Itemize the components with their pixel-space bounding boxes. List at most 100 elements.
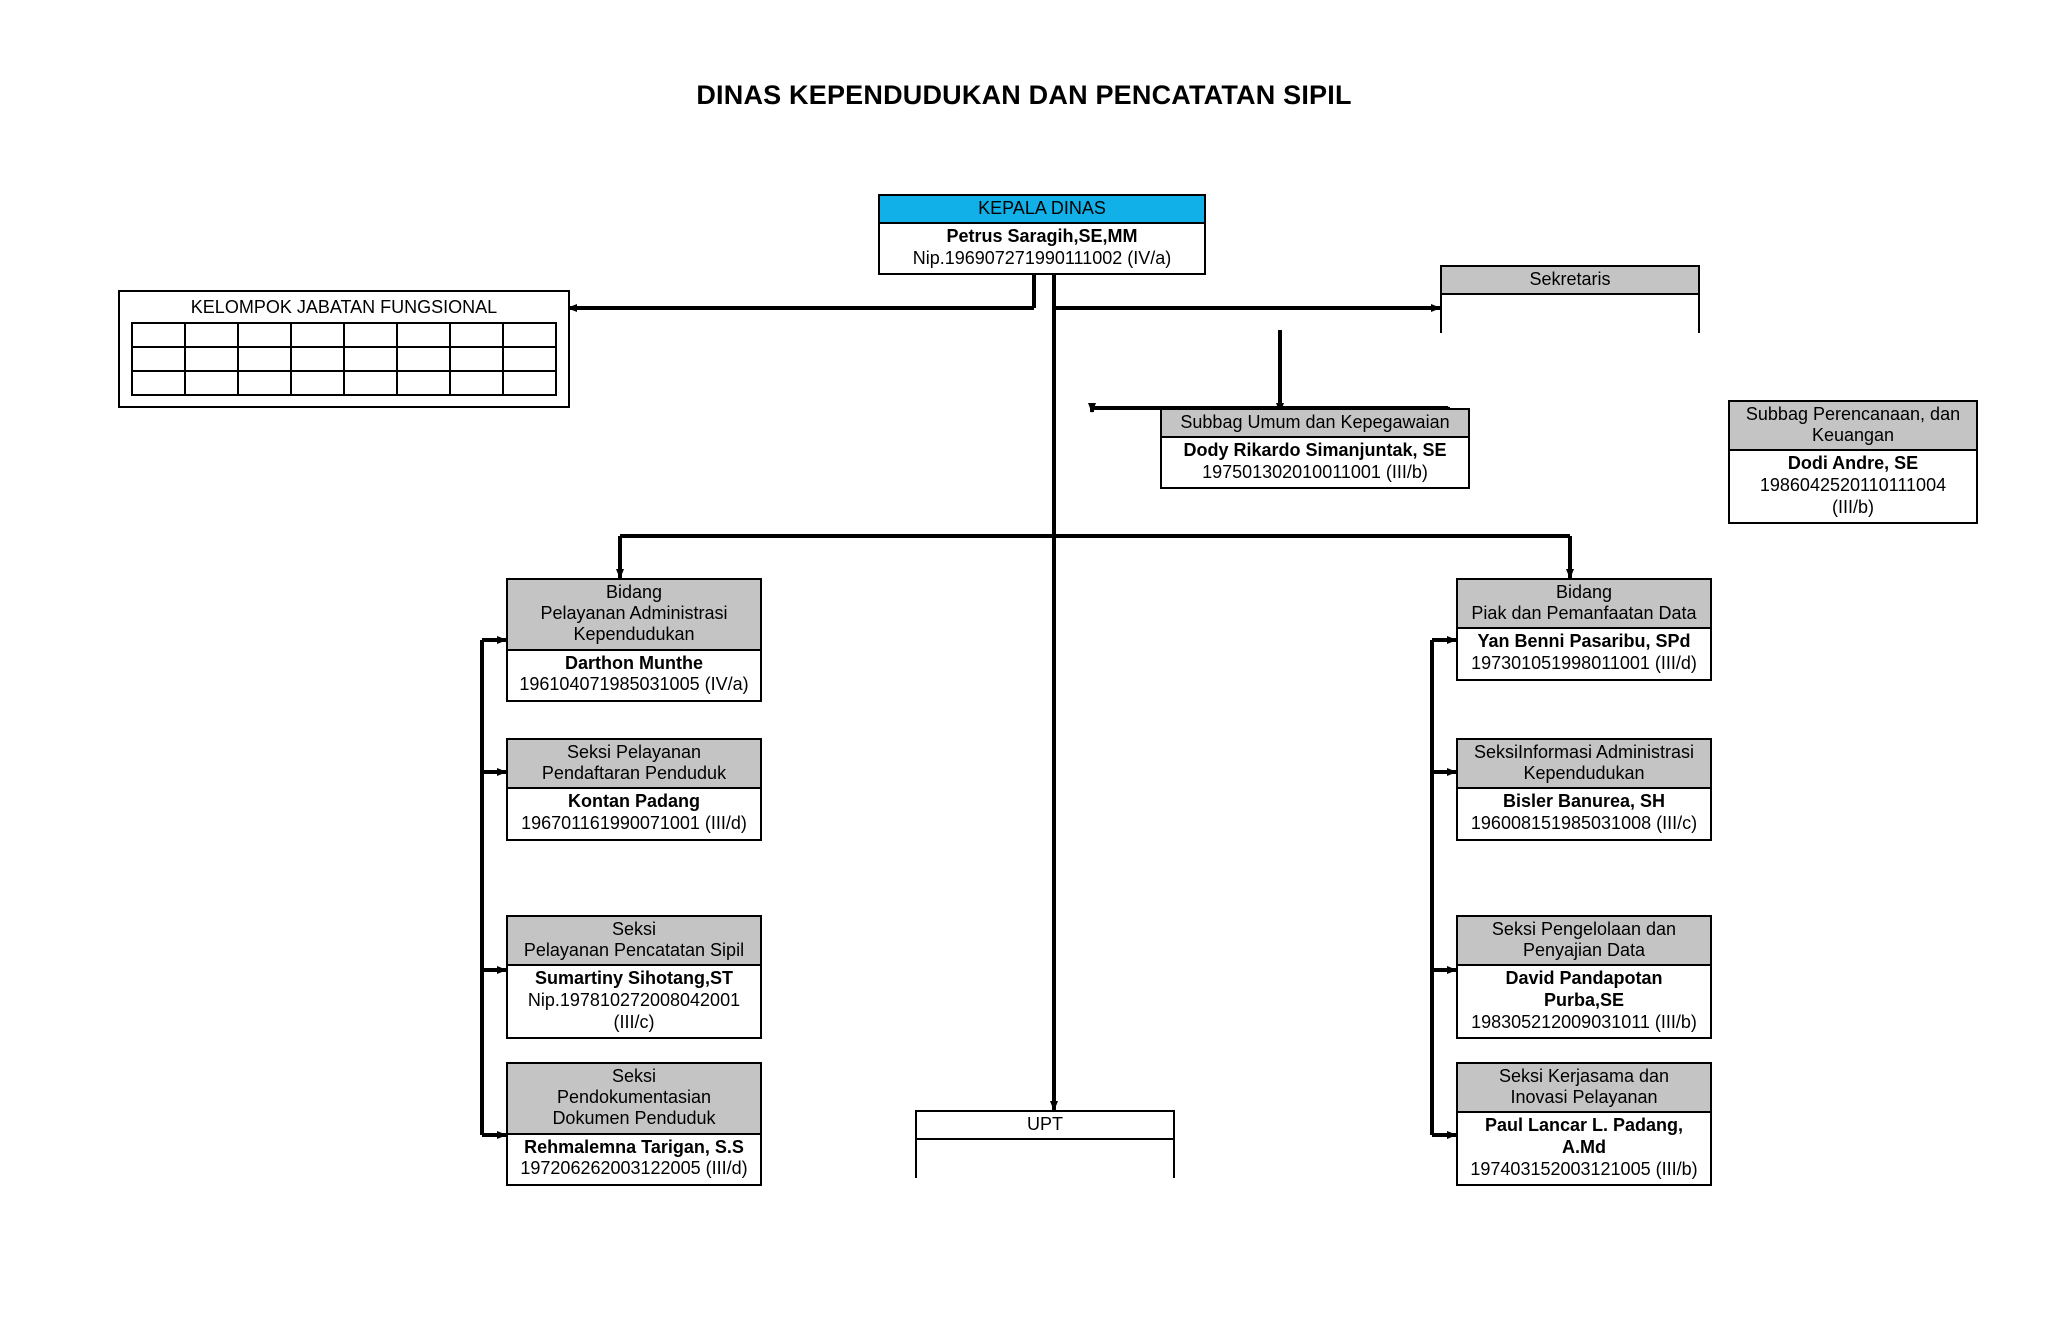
node-kelompok-jabatan-fungsional[interactable]: KELOMPOK JABATAN FUNGSIONAL [118,290,570,408]
node-header-seksi-pendaftaran: Seksi Pelayanan Pendaftaran Penduduk [508,740,760,790]
node-person-name: Rehmalemna Tarigan, S.S [524,1136,744,1157]
node-person-nip-rank: (III/b) [1831,496,1874,517]
node-header-seksi-pendokumentasian: Seksi Pendokumentasian Dokumen Penduduk [508,1064,760,1135]
header-line: Dokumen Penduduk [552,1108,716,1129]
header-line: Inovasi Pelayanan [1510,1087,1658,1108]
grid-cell [449,322,504,348]
grid-cell [237,370,292,396]
node-body-subbag-perencanaan: Dodi Andre, SE 1986042520110111004 (III/… [1730,451,1976,523]
node-header-seksi-pencatatan: Seksi Pelayanan Pencatatan Sipil [508,917,760,967]
node-kepala-dinas[interactable]: KEPALA DINAS Petrus Saragih,SE,MM Nip.19… [878,194,1206,276]
header-line: Kependudukan [573,624,695,645]
header-line: Bidang [1555,582,1613,602]
node-person-name: Paul Lancar L. Padang, [1484,1115,1684,1136]
node-person-name: Dodi Andre, SE [1787,453,1919,474]
node-header-subbag-umum: Subbag Umum dan Kepegawaian [1162,410,1468,439]
node-header-seksi-kerjasama: Seksi Kerjasama dan Inovasi Pelayanan [1458,1064,1710,1114]
node-body-seksi-pendokumentasian: Rehmalemna Tarigan, S.S 1972062620031220… [508,1134,760,1184]
node-person-nip: 196008151985031008 (III/c) [1470,813,1698,834]
node-header-bidang-piak: Bidang Piak dan Pemanfaatan Data [1458,580,1710,630]
grid-cell [449,346,504,372]
header-line: Seksi Pengelolaan dan [1491,919,1677,939]
grid-cell [131,346,186,372]
header-line: Subbag Perencanaan, dan [1745,404,1961,424]
header-line: Piak dan Pemanfaatan Data [1471,603,1697,624]
grid-cell [502,346,557,372]
header-line: Seksi Kerjasama dan [1498,1066,1670,1086]
grid-cell [502,370,557,396]
header-line: Pendokumentasian [556,1087,712,1108]
node-body-seksi-pencatatan: Sumartiny Sihotang,ST Nip.19781027200804… [508,966,760,1038]
page-title: DINAS KEPENDUDUKAN DAN PENCATATAN SIPIL [696,80,1352,110]
node-person-nip: Nip.197810272008042001 [527,990,741,1011]
node-seksi-pelayanan-pendaftaran-penduduk[interactable]: Seksi Pelayanan Pendaftaran Penduduk Kon… [506,738,762,841]
node-person-nip: 1986042520110111004 [1759,475,1947,496]
node-header-sekretaris: Sekretaris [1442,267,1698,296]
grid-cell [343,322,398,348]
node-person-name-cont: A.Md [1562,1137,1606,1158]
header-line: Seksi [611,1066,656,1086]
node-bidang-pelayanan-administrasi-kependudukan[interactable]: Bidang Pelayanan Administrasi Kependuduk… [506,578,762,702]
grid-cell [184,346,239,372]
grid-cell [237,346,292,372]
node-body-seksi-kerjasama: Paul Lancar L. Padang, A.Md 197403152003… [1458,1113,1710,1185]
node-person-name: David Pandapotan [1505,968,1663,989]
node-person-name: Sumartiny Sihotang,ST [534,968,734,989]
node-body-seksi-pengelolaan: David Pandapotan Purba,SE 19830521200903… [1458,966,1710,1038]
header-line: Bidang [605,582,663,602]
node-header-upt: UPT [917,1112,1173,1141]
node-body-sekretaris [1442,295,1698,366]
grid-cell [290,346,345,372]
node-person-name: Petrus Saragih,SE,MM [946,226,1138,247]
grid-cell [290,370,345,396]
node-sekretaris[interactable]: Sekretaris [1440,265,1700,366]
node-header-seksi-pengelolaan: Seksi Pengelolaan dan Penyajian Data [1458,917,1710,967]
node-seksi-pendokumentasian-dokumen-penduduk[interactable]: Seksi Pendokumentasian Dokumen Penduduk … [506,1062,762,1186]
node-upt[interactable]: UPT [915,1110,1175,1211]
header-line: SeksiInformasi Administrasi [1473,742,1695,762]
node-subbag-umum-dan-kepegawaian[interactable]: Subbag Umum dan Kepegawaian Dody Rikardo… [1160,408,1470,490]
header-line: Keuangan [1811,425,1895,446]
node-person-nip: 197403152003121005 (III/b) [1470,1158,1698,1179]
grid-cell [184,370,239,396]
node-subbag-perencanaan-dan-keuangan[interactable]: Subbag Perencanaan, dan Keuangan Dodi An… [1728,400,1978,525]
node-header-seksi-informasi: SeksiInformasi Administrasi Kependudukan [1458,740,1710,790]
node-person-name: Darthon Munthe [565,652,703,673]
node-person-nip: 196104071985031005 (IV/a) [519,674,749,695]
grid-cell [131,370,186,396]
grid-cell [184,322,239,348]
kelompok-jabatan-fungsional-label: KELOMPOK JABATAN FUNGSIONAL [190,297,498,317]
grid-cell [343,346,398,372]
node-person-nip: 197301051998011001 (III/d) [1471,653,1697,674]
header-line: Pendaftaran Penduduk [541,763,727,784]
header-line: Penyajian Data [1522,940,1646,961]
node-seksi-pengelolaan-dan-penyajian-data[interactable]: Seksi Pengelolaan dan Penyajian Data Dav… [1456,915,1712,1040]
node-person-name-cont: Purba,SE [1543,990,1625,1011]
header-line: Pelayanan Administrasi [540,603,728,624]
grid-cell [502,322,557,348]
header-line: Kependudukan [1523,763,1645,784]
node-person-name: Kontan Padang [567,791,700,812]
kelompok-jabatan-fungsional-grid [131,322,557,396]
node-person-name: Dody Rikardo Simanjuntak, SE [1183,440,1447,461]
grid-cell [343,370,398,396]
header-line: Pelayanan Pencatatan Sipil [523,940,745,961]
grid-cell [396,322,451,348]
grid-cell [237,322,292,348]
table-row [131,346,557,372]
grid-cell [131,322,186,348]
node-person-nip: 197206262003122005 (III/d) [520,1158,748,1179]
table-row [131,370,557,396]
node-seksi-informasi-administrasi-kependudukan[interactable]: SeksiInformasi Administrasi Kependudukan… [1456,738,1712,841]
node-body-subbag-umum: Dody Rikardo Simanjuntak, SE 19750130201… [1162,438,1468,488]
node-body-seksi-informasi: Bisler Banurea, SH 196008151985031008 (I… [1458,789,1710,839]
node-seksi-kerjasama-dan-inovasi-pelayanan[interactable]: Seksi Kerjasama dan Inovasi Pelayanan Pa… [1456,1062,1712,1187]
node-seksi-pelayanan-pencatatan-sipil[interactable]: Seksi Pelayanan Pencatatan Sipil Sumarti… [506,915,762,1040]
node-header-bidang-pelayanan: Bidang Pelayanan Administrasi Kependuduk… [508,580,760,651]
node-body-upt [917,1140,1173,1211]
node-person-name: Yan Benni Pasaribu, SPd [1477,631,1691,652]
grid-cell [290,322,345,348]
grid-cell [396,346,451,372]
node-bidang-piak-dan-pemanfaatan-data[interactable]: Bidang Piak dan Pemanfaatan Data Yan Ben… [1456,578,1712,681]
